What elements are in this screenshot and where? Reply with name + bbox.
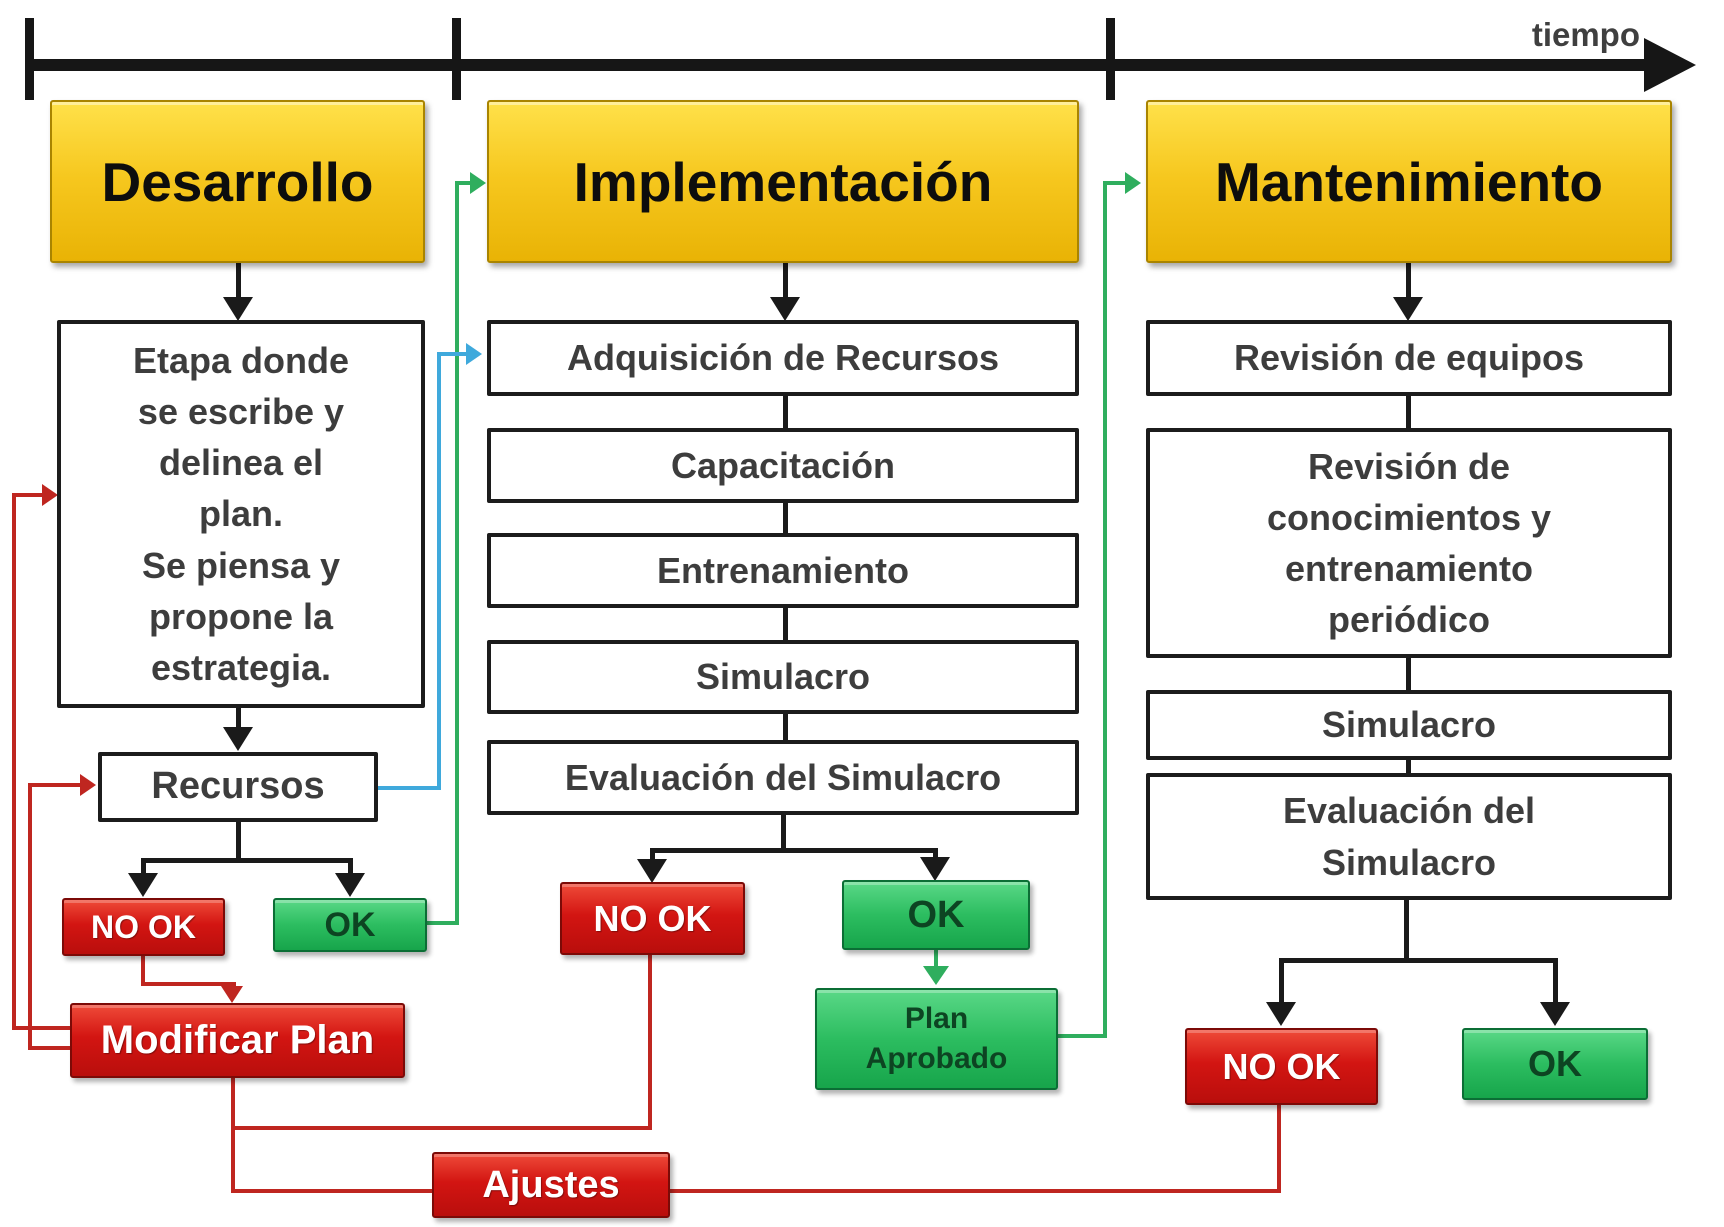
advance-ok2-down: [934, 950, 938, 968]
node-plan-aprobado: Plan Aprobado: [815, 988, 1058, 1090]
node-modificar-plan: Modificar Plan: [70, 1003, 405, 1078]
feedback-vertical-outer: [12, 493, 16, 1030]
advance-ok1-exit: [427, 921, 459, 925]
arrowhead-into-revision-equipos-icon: [1393, 297, 1423, 321]
arrowhead-into-ok-3-icon: [1540, 1002, 1570, 1026]
connector-desarrollo-to-etapa: [236, 263, 241, 300]
arrowhead-into-recursos-icon: [223, 727, 253, 751]
feedback-into-etapa-across: [12, 493, 46, 497]
connector-mant-2-3: [1406, 658, 1411, 690]
connector-etapa-to-recursos: [236, 708, 241, 730]
node-no-ok-implementacion: NO OK: [560, 882, 745, 955]
step-capacitacion: Capacitación: [487, 428, 1079, 503]
arrowhead-into-no-ok-2-icon: [637, 859, 667, 883]
node-ok-mantenimiento: OK: [1462, 1028, 1648, 1100]
connector-recursos-split-stem: [236, 822, 241, 862]
timeline-label: tiempo: [1531, 16, 1640, 53]
step-adquisicion: Adquisición de Recursos: [487, 320, 1079, 396]
step-evaluacion-impl: Evaluación del Simulacro: [487, 740, 1079, 815]
advance-ok1-across: [455, 181, 472, 185]
advance-ok1-vertical: [455, 181, 459, 925]
arrowhead-into-no-ok-3-icon: [1266, 1002, 1296, 1026]
arrowhead-into-etapa-icon: [223, 297, 253, 321]
arrowhead-into-ok-2-icon: [920, 857, 950, 881]
connector-step-1-2: [783, 396, 788, 428]
connector-impl-split-right-stub: [933, 848, 938, 862]
feedback-no-ok1-down: [141, 956, 145, 986]
feedback-return-vertical: [231, 1078, 235, 1193]
advance-plan-vertical: [1103, 181, 1107, 1038]
arrowhead-into-adquisicion-top-icon: [770, 297, 800, 321]
connector-eval-mant-split-bar: [1279, 958, 1558, 963]
phase-header-mantenimiento: Mantenimiento: [1146, 100, 1672, 263]
resource-link-exit: [378, 786, 441, 790]
step-simulacro-impl: Simulacro: [487, 640, 1079, 714]
timeline-tick-2: [452, 18, 461, 100]
connector-eval-impl-split-bar: [650, 848, 938, 853]
connector-mantenimiento-to-steps: [1406, 263, 1411, 300]
step-revision-equipos: Revisión de equipos: [1146, 320, 1672, 396]
arrowhead-into-mantenimiento-icon: [1125, 172, 1141, 194]
connector-eval-mant-split-stem: [1404, 900, 1409, 962]
feedback-into-recursos-across: [28, 783, 82, 787]
connector-impl-split-left-stub: [650, 848, 655, 862]
arrowhead-into-etapa-left-icon: [42, 484, 58, 506]
arrowhead-into-implementacion-icon: [470, 172, 486, 194]
arrowhead-into-no-ok-1-icon: [128, 873, 158, 897]
feedback-modificar-exit-outer: [12, 1026, 70, 1030]
resource-link-across: [437, 352, 468, 356]
node-recursos: Recursos: [98, 752, 378, 822]
connector-eval-impl-split-stem: [781, 815, 786, 852]
node-ok-desarrollo: OK: [273, 898, 427, 952]
step-simulacro-mant: Simulacro: [1146, 690, 1672, 760]
connector-recursos-split-bar: [141, 858, 353, 863]
arrowhead-into-recursos-left-icon: [80, 774, 96, 796]
arrowhead-into-modificar-top-icon: [221, 986, 243, 1003]
connector-step-3-4: [783, 608, 788, 640]
feedback-no-ok2-across: [231, 1126, 652, 1130]
timeline-tick-1: [25, 18, 34, 100]
step-entrenamiento: Entrenamiento: [487, 533, 1079, 608]
node-ajustes: Ajustes: [432, 1152, 670, 1218]
arrowhead-into-adquisicion-icon: [466, 343, 482, 365]
feedback-ajustes-across: [231, 1189, 1281, 1193]
step-revision-conocimientos: Revisión de conocimientos y entrenamient…: [1146, 428, 1672, 658]
node-etapa-descripcion: Etapa donde se escribe y delinea el plan…: [57, 320, 425, 708]
feedback-no-ok1-across: [141, 982, 236, 986]
feedback-no-ok2-down: [648, 955, 652, 1130]
timeline-bar: [25, 59, 1652, 71]
connector-step-4-5: [783, 714, 788, 740]
node-no-ok-mantenimiento: NO OK: [1185, 1028, 1378, 1105]
connector-implementacion-to-steps: [783, 263, 788, 300]
arrowhead-into-plan-aprobado-icon: [923, 966, 949, 985]
phase-header-implementacion: Implementación: [487, 100, 1079, 263]
advance-plan-across: [1103, 181, 1127, 185]
connector-mant-split-right-stub: [1553, 958, 1558, 1004]
feedback-no-ok3-down: [1277, 1105, 1281, 1193]
node-ok-implementacion: OK: [842, 880, 1030, 950]
connector-step-2-3: [783, 503, 788, 533]
node-no-ok-desarrollo: NO OK: [62, 898, 225, 956]
timeline-tick-3: [1106, 18, 1115, 100]
feedback-vertical-inner: [28, 783, 32, 1050]
arrowhead-into-ok-1-icon: [335, 873, 365, 897]
connector-mant-1-2: [1406, 396, 1411, 428]
feedback-modificar-exit-inner: [28, 1046, 70, 1050]
advance-plan-exit: [1058, 1034, 1107, 1038]
timeline-arrowhead-icon: [1644, 38, 1696, 92]
connector-split-right-stub: [348, 858, 353, 876]
connector-split-left-stub: [141, 858, 146, 876]
step-evaluacion-mant: Evaluación del Simulacro: [1146, 773, 1672, 900]
phase-header-desarrollo: Desarrollo: [50, 100, 425, 263]
connector-mant-3-4: [1406, 760, 1411, 773]
connector-mant-split-left-stub: [1279, 958, 1284, 1004]
resource-link-vertical: [437, 352, 441, 790]
